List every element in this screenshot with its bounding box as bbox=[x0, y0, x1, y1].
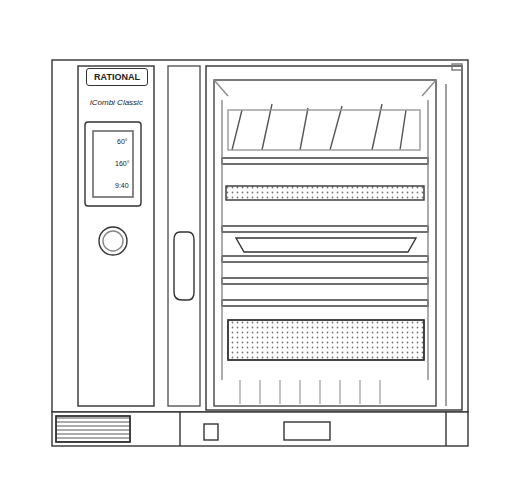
display-value: 60° bbox=[117, 138, 128, 145]
logo-box: RATIONAL bbox=[86, 68, 148, 86]
model-name: iCombi Classic bbox=[90, 98, 143, 107]
brand-text: RATIONAL bbox=[94, 72, 140, 82]
display-value: 9:40 bbox=[115, 182, 129, 189]
display-value: 160° bbox=[115, 160, 129, 167]
